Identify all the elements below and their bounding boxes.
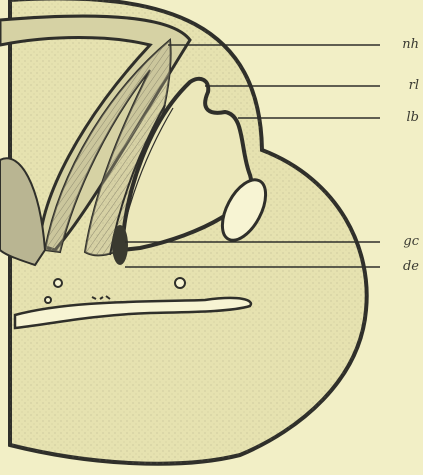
ganglion-cluster	[112, 225, 128, 265]
label-lb: lb	[407, 111, 419, 124]
label-nh: nh	[402, 38, 419, 51]
small-hole	[175, 278, 185, 288]
label-de: de	[403, 260, 419, 273]
label-gc: gc	[403, 235, 419, 248]
small-hole	[45, 297, 51, 303]
label-rl: rl	[409, 79, 419, 92]
small-hole	[54, 279, 62, 287]
